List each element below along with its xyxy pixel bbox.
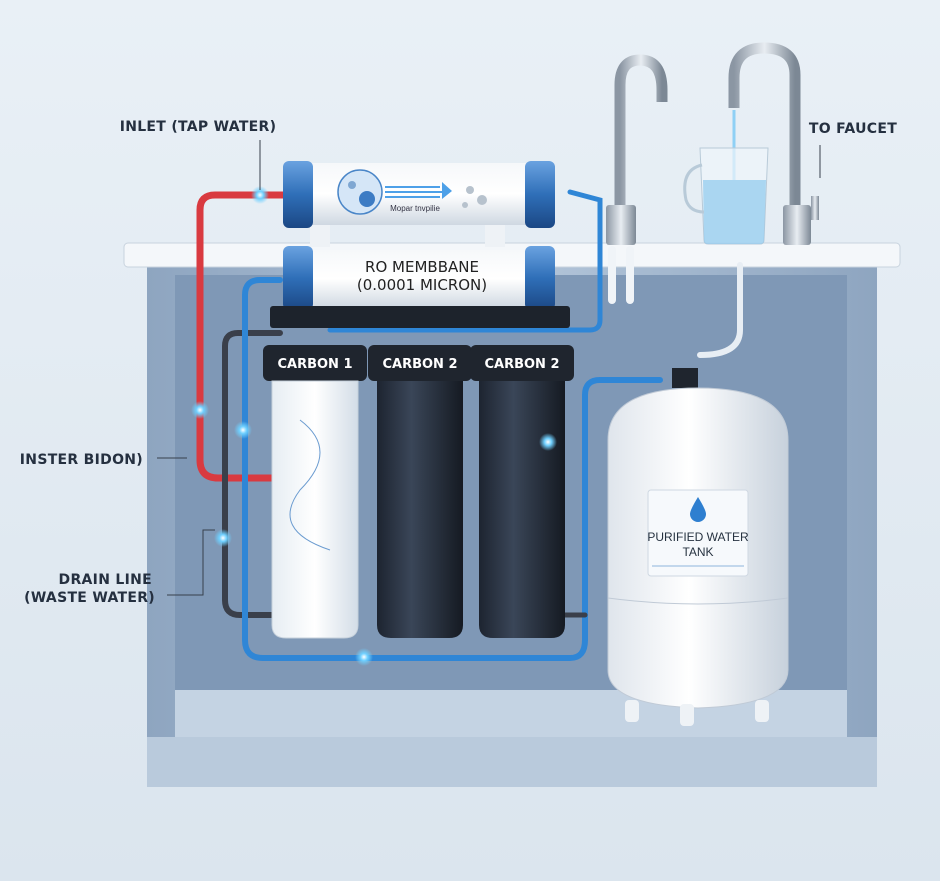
filter-carbon-1: CARBON 1 [263, 345, 367, 639]
faucet-left [606, 54, 668, 245]
tank-label-2: TANK [682, 545, 713, 559]
filter-carbon-2a: CARBON 2 [368, 345, 472, 638]
top-filter-caption: Mopar tnvpilie [390, 204, 440, 213]
filter-label: CARBON 2 [484, 357, 559, 372]
inlet-label: INLET (TAP WATER) [120, 119, 277, 135]
callouts: INLET (TAP WATER) TO FAUCET INSTER BIDON… [20, 119, 897, 606]
faucet-line [697, 262, 743, 358]
filter-label: CARBON 2 [382, 357, 457, 372]
tank-label-1: PURIFIED WATER [647, 530, 749, 544]
ro-membrane-housing: RO MEMBBANE (0.0001 MICRON) [283, 246, 555, 310]
filter-manifold [270, 306, 570, 328]
drain-pipe [222, 330, 285, 618]
faucet-right [728, 42, 819, 245]
drain-line-label: DRAIN LINE [59, 572, 152, 588]
filter-label: CARBON 1 [277, 357, 352, 372]
to-faucet-label: TO FAUCET [809, 121, 897, 137]
drain-line-sublabel: (WASTE WATER) [24, 590, 155, 606]
pipes [196, 189, 743, 661]
filter-carbon-2b: CARBON 2 [470, 345, 574, 638]
clean-pipe [242, 277, 663, 661]
purified-water-tank: PURIFIED WATER TANK [607, 368, 789, 726]
particle-icon [337, 169, 383, 215]
membrane-spec: (0.0001 MICRON) [357, 276, 487, 294]
top-filter-housing: Mopar tnvpilie [283, 161, 555, 247]
water-drop-icon [690, 497, 706, 522]
water-glass [683, 110, 769, 245]
flow-glow-points [191, 186, 557, 666]
membrane-label: RO MEMBBANE [365, 258, 479, 276]
flow-arrow-icon [385, 186, 445, 198]
inster-bidon-label: INSTER BIDON) [20, 452, 143, 468]
inlet-pipe [196, 191, 289, 482]
